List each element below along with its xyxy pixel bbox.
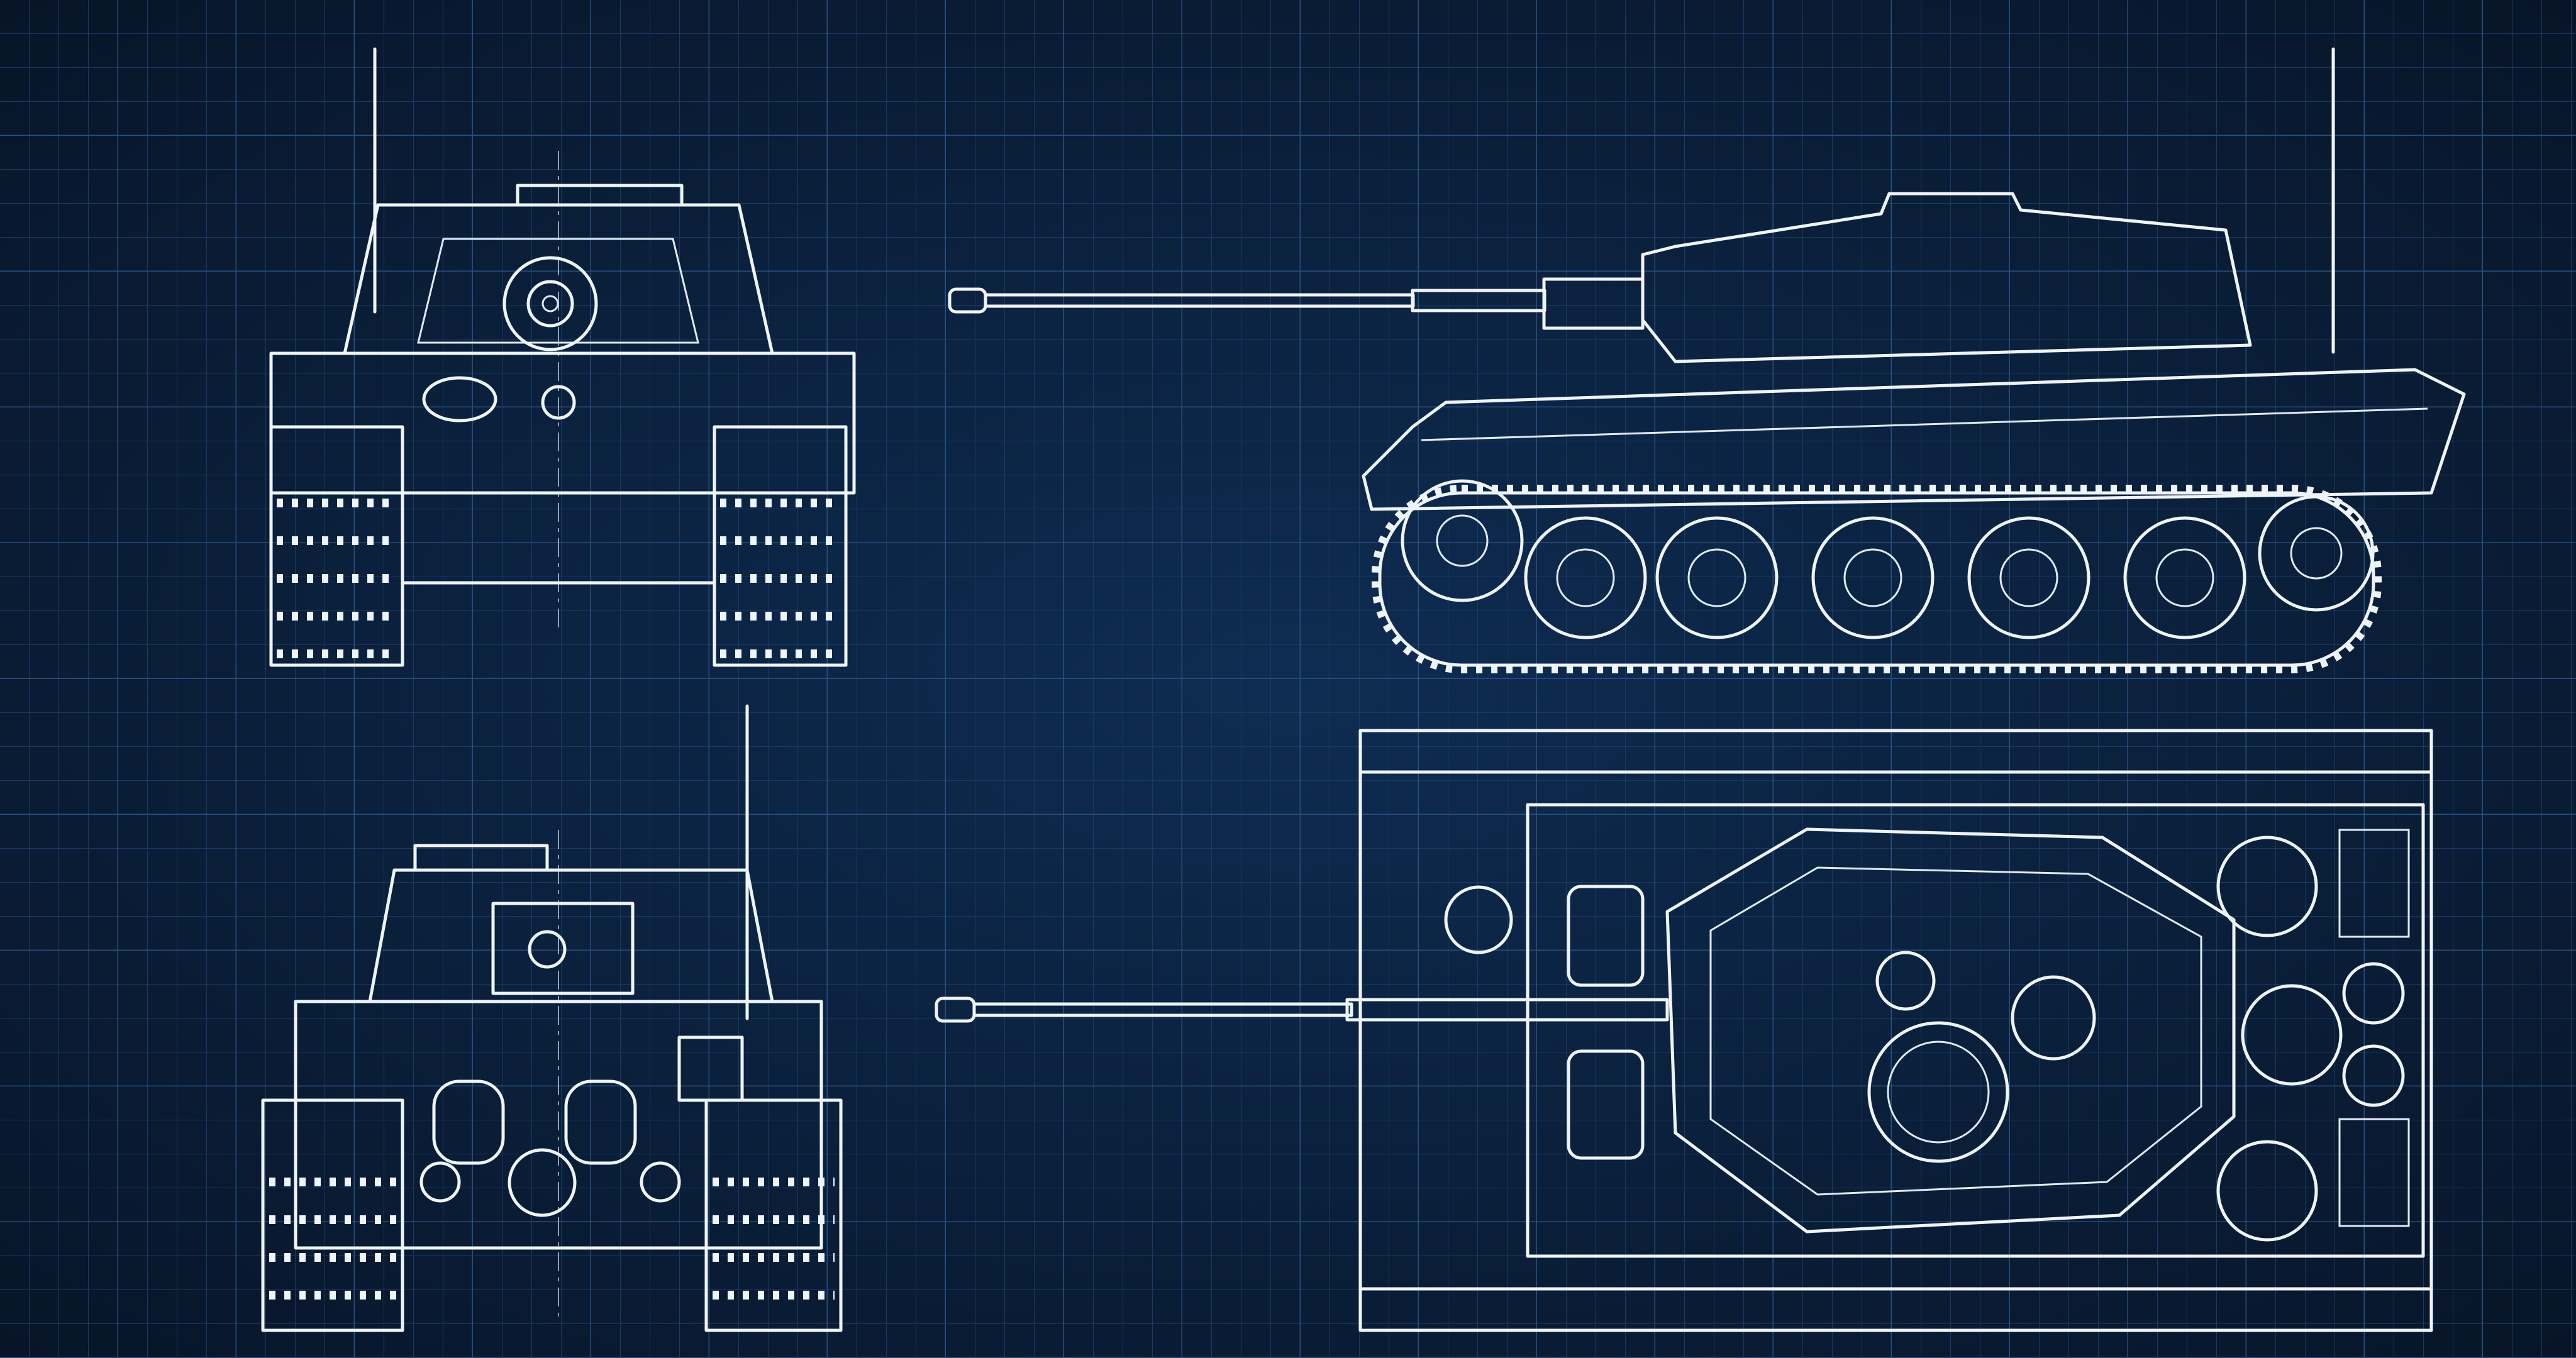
road-wheel xyxy=(1967,516,2090,639)
tank-rear-view xyxy=(261,704,843,1332)
tank-side-view xyxy=(948,47,2466,673)
engine-fan xyxy=(2216,1140,2318,1242)
right-track xyxy=(704,1098,843,1332)
road-wheel xyxy=(1524,516,1647,639)
hull xyxy=(1358,729,2433,1332)
road-wheel xyxy=(1811,516,1935,639)
road-wheel xyxy=(2123,516,2246,639)
left-track xyxy=(269,425,404,667)
hull xyxy=(1362,368,2466,511)
turret-rear-hatch xyxy=(491,902,635,995)
radio-operator-hatch xyxy=(1567,1049,1645,1160)
right-track xyxy=(713,425,848,667)
hull xyxy=(294,1000,823,1250)
tank-top-view xyxy=(935,729,2433,1332)
road-wheel xyxy=(1655,516,1779,639)
driver-hatch xyxy=(1567,885,1645,987)
gun-mantlet xyxy=(502,256,598,351)
exhaust-right xyxy=(564,1079,637,1165)
driver-visor xyxy=(422,376,497,422)
tank-front-view xyxy=(269,47,856,667)
drive-sprocket xyxy=(1401,479,1524,602)
upper-deck xyxy=(1526,803,2425,1258)
exhaust-left xyxy=(432,1079,505,1165)
gun-barrel xyxy=(972,1002,1353,1017)
engine-fan xyxy=(2216,836,2318,937)
idler-wheel xyxy=(2258,495,2375,612)
engine-fan xyxy=(2241,984,2343,1086)
loader-hatch xyxy=(2011,975,2096,1061)
turret xyxy=(1641,192,2252,363)
turret xyxy=(1665,827,2236,1234)
road-wheels xyxy=(1401,479,2375,639)
left-track xyxy=(261,1098,404,1332)
commander-cupola xyxy=(1867,1021,2009,1163)
